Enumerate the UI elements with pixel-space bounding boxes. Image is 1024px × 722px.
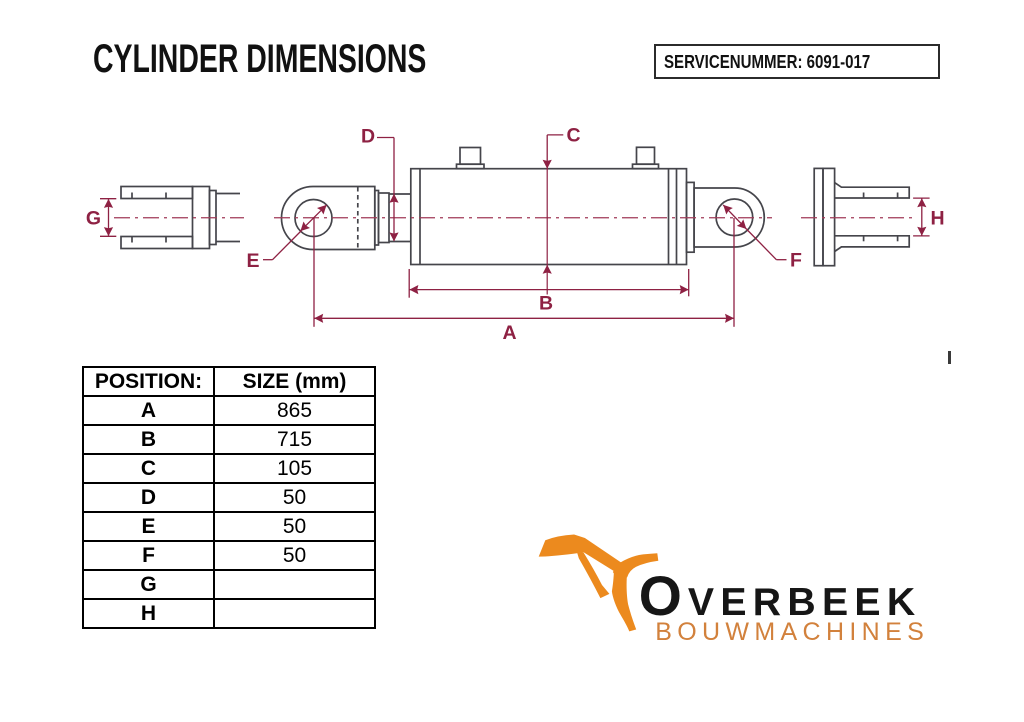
svg-text:H: H [930, 208, 944, 230]
svg-text:G: G [86, 208, 101, 230]
svg-text:F: F [790, 250, 802, 272]
svg-text:D: D [361, 126, 375, 148]
svg-text:C: C [566, 125, 580, 147]
svg-text:B: B [539, 293, 553, 315]
svg-text:E: E [246, 250, 259, 272]
svg-text:A: A [502, 322, 516, 344]
